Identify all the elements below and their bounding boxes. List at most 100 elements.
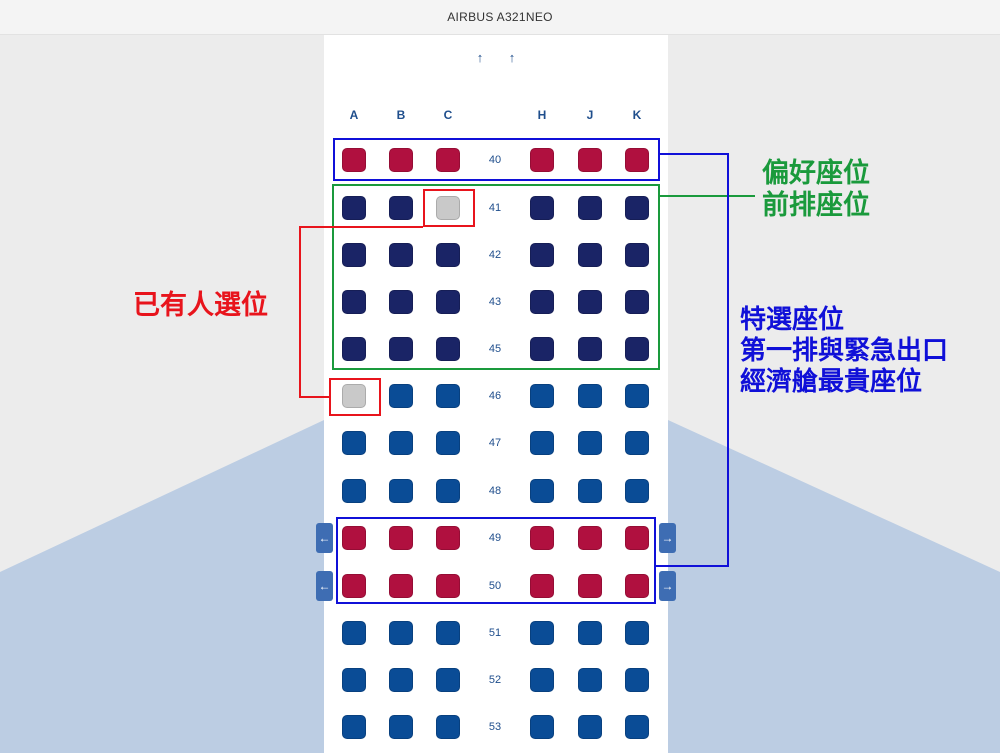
occupied-seat-highlight-41c <box>423 189 475 227</box>
seat-preferred[interactable] <box>578 290 602 314</box>
seat-standard[interactable] <box>389 479 413 503</box>
seat-extra[interactable] <box>530 148 554 172</box>
seat-standard[interactable] <box>342 431 366 455</box>
seat-preferred[interactable] <box>342 196 366 220</box>
seat-standard[interactable] <box>625 384 649 408</box>
seat-standard[interactable] <box>530 621 554 645</box>
exit-left-arrow-icon[interactable]: ← <box>316 571 333 601</box>
row-number: 52 <box>488 674 502 686</box>
seat-preferred[interactable] <box>530 196 554 220</box>
scroll-up-arrow-icon[interactable]: ↑ <box>476 50 484 65</box>
scroll-up-arrow-icon[interactable]: ↑ <box>508 50 516 65</box>
seat-standard[interactable] <box>530 668 554 692</box>
seat-standard[interactable] <box>389 384 413 408</box>
extra-seat-box-row-40 <box>333 138 660 181</box>
seat-standard[interactable] <box>578 479 602 503</box>
seat-standard[interactable] <box>625 431 649 455</box>
seat-extra[interactable] <box>389 574 413 598</box>
extra-seat-label: 特選座位 第一排與緊急出口 經濟艙最貴座位 <box>740 305 949 398</box>
seat-occupied[interactable] <box>436 196 460 220</box>
seat-standard[interactable] <box>389 431 413 455</box>
seat-standard[interactable] <box>342 479 366 503</box>
seat-standard[interactable] <box>436 431 460 455</box>
exit-left-arrow-icon[interactable]: ← <box>316 523 333 553</box>
seat-extra[interactable] <box>530 526 554 550</box>
seat-standard[interactable] <box>625 668 649 692</box>
row-number: 47 <box>488 437 502 449</box>
seat-preferred[interactable] <box>578 243 602 267</box>
seat-extra[interactable] <box>625 148 649 172</box>
seat-standard[interactable] <box>342 621 366 645</box>
seat-preferred[interactable] <box>436 243 460 267</box>
seat-standard[interactable] <box>578 431 602 455</box>
seat-extra[interactable] <box>389 148 413 172</box>
row-number: 48 <box>488 485 502 497</box>
seat-standard[interactable] <box>436 479 460 503</box>
seat-extra[interactable] <box>436 574 460 598</box>
seat-standard[interactable] <box>578 715 602 739</box>
row-number: 49 <box>488 532 502 544</box>
seat-extra[interactable] <box>389 526 413 550</box>
preferred-seat-box <box>332 184 660 370</box>
seat-preferred[interactable] <box>578 337 602 361</box>
seat-preferred[interactable] <box>389 196 413 220</box>
seat-standard[interactable] <box>389 668 413 692</box>
seat-standard[interactable] <box>578 621 602 645</box>
seat-standard[interactable] <box>530 479 554 503</box>
seat-standard[interactable] <box>389 715 413 739</box>
seat-extra[interactable] <box>625 526 649 550</box>
seat-standard[interactable] <box>436 384 460 408</box>
seat-standard[interactable] <box>436 715 460 739</box>
occupied-seat-label: 已有人選位 <box>133 290 268 321</box>
row-number: 41 <box>488 202 502 214</box>
seat-extra[interactable] <box>342 148 366 172</box>
seat-extra[interactable] <box>625 574 649 598</box>
seat-preferred[interactable] <box>625 243 649 267</box>
column-letter: B <box>396 108 406 122</box>
row-number: 42 <box>488 249 502 261</box>
row-number: 40 <box>488 154 502 166</box>
seat-standard[interactable] <box>578 384 602 408</box>
row-number: 53 <box>488 721 502 733</box>
seat-extra[interactable] <box>436 148 460 172</box>
seat-extra[interactable] <box>342 526 366 550</box>
seat-extra[interactable] <box>530 574 554 598</box>
seat-preferred[interactable] <box>625 290 649 314</box>
seat-preferred[interactable] <box>625 196 649 220</box>
seat-standard[interactable] <box>342 668 366 692</box>
column-letter: C <box>443 108 453 122</box>
seat-preferred[interactable] <box>530 337 554 361</box>
seat-preferred[interactable] <box>436 290 460 314</box>
seat-extra[interactable] <box>578 574 602 598</box>
seat-preferred[interactable] <box>578 196 602 220</box>
seat-preferred[interactable] <box>625 337 649 361</box>
extra-seat-box-rows-49-50 <box>336 517 656 604</box>
seat-standard[interactable] <box>389 621 413 645</box>
row-number: 50 <box>488 580 502 592</box>
row-number: 51 <box>488 627 502 639</box>
column-letter: H <box>537 108 547 122</box>
seat-standard[interactable] <box>625 715 649 739</box>
row-number: 43 <box>488 296 502 308</box>
seat-extra[interactable] <box>578 148 602 172</box>
exit-right-arrow-icon[interactable]: → <box>659 571 676 601</box>
seat-standard[interactable] <box>530 431 554 455</box>
seat-standard[interactable] <box>625 621 649 645</box>
seat-standard[interactable] <box>436 668 460 692</box>
occupied-seat-highlight-46a <box>329 378 381 416</box>
seat-preferred[interactable] <box>530 243 554 267</box>
seat-extra[interactable] <box>436 526 460 550</box>
seat-standard[interactable] <box>530 384 554 408</box>
seat-standard[interactable] <box>625 479 649 503</box>
seat-standard[interactable] <box>342 715 366 739</box>
preferred-seat-label: 偏好座位 前排座位 <box>762 158 870 222</box>
seat-standard[interactable] <box>530 715 554 739</box>
seat-preferred[interactable] <box>436 337 460 361</box>
exit-right-arrow-icon[interactable]: → <box>659 523 676 553</box>
column-letter: A <box>349 108 359 122</box>
seat-standard[interactable] <box>436 621 460 645</box>
seat-extra[interactable] <box>578 526 602 550</box>
seat-extra[interactable] <box>342 574 366 598</box>
seat-standard[interactable] <box>578 668 602 692</box>
seat-preferred[interactable] <box>530 290 554 314</box>
